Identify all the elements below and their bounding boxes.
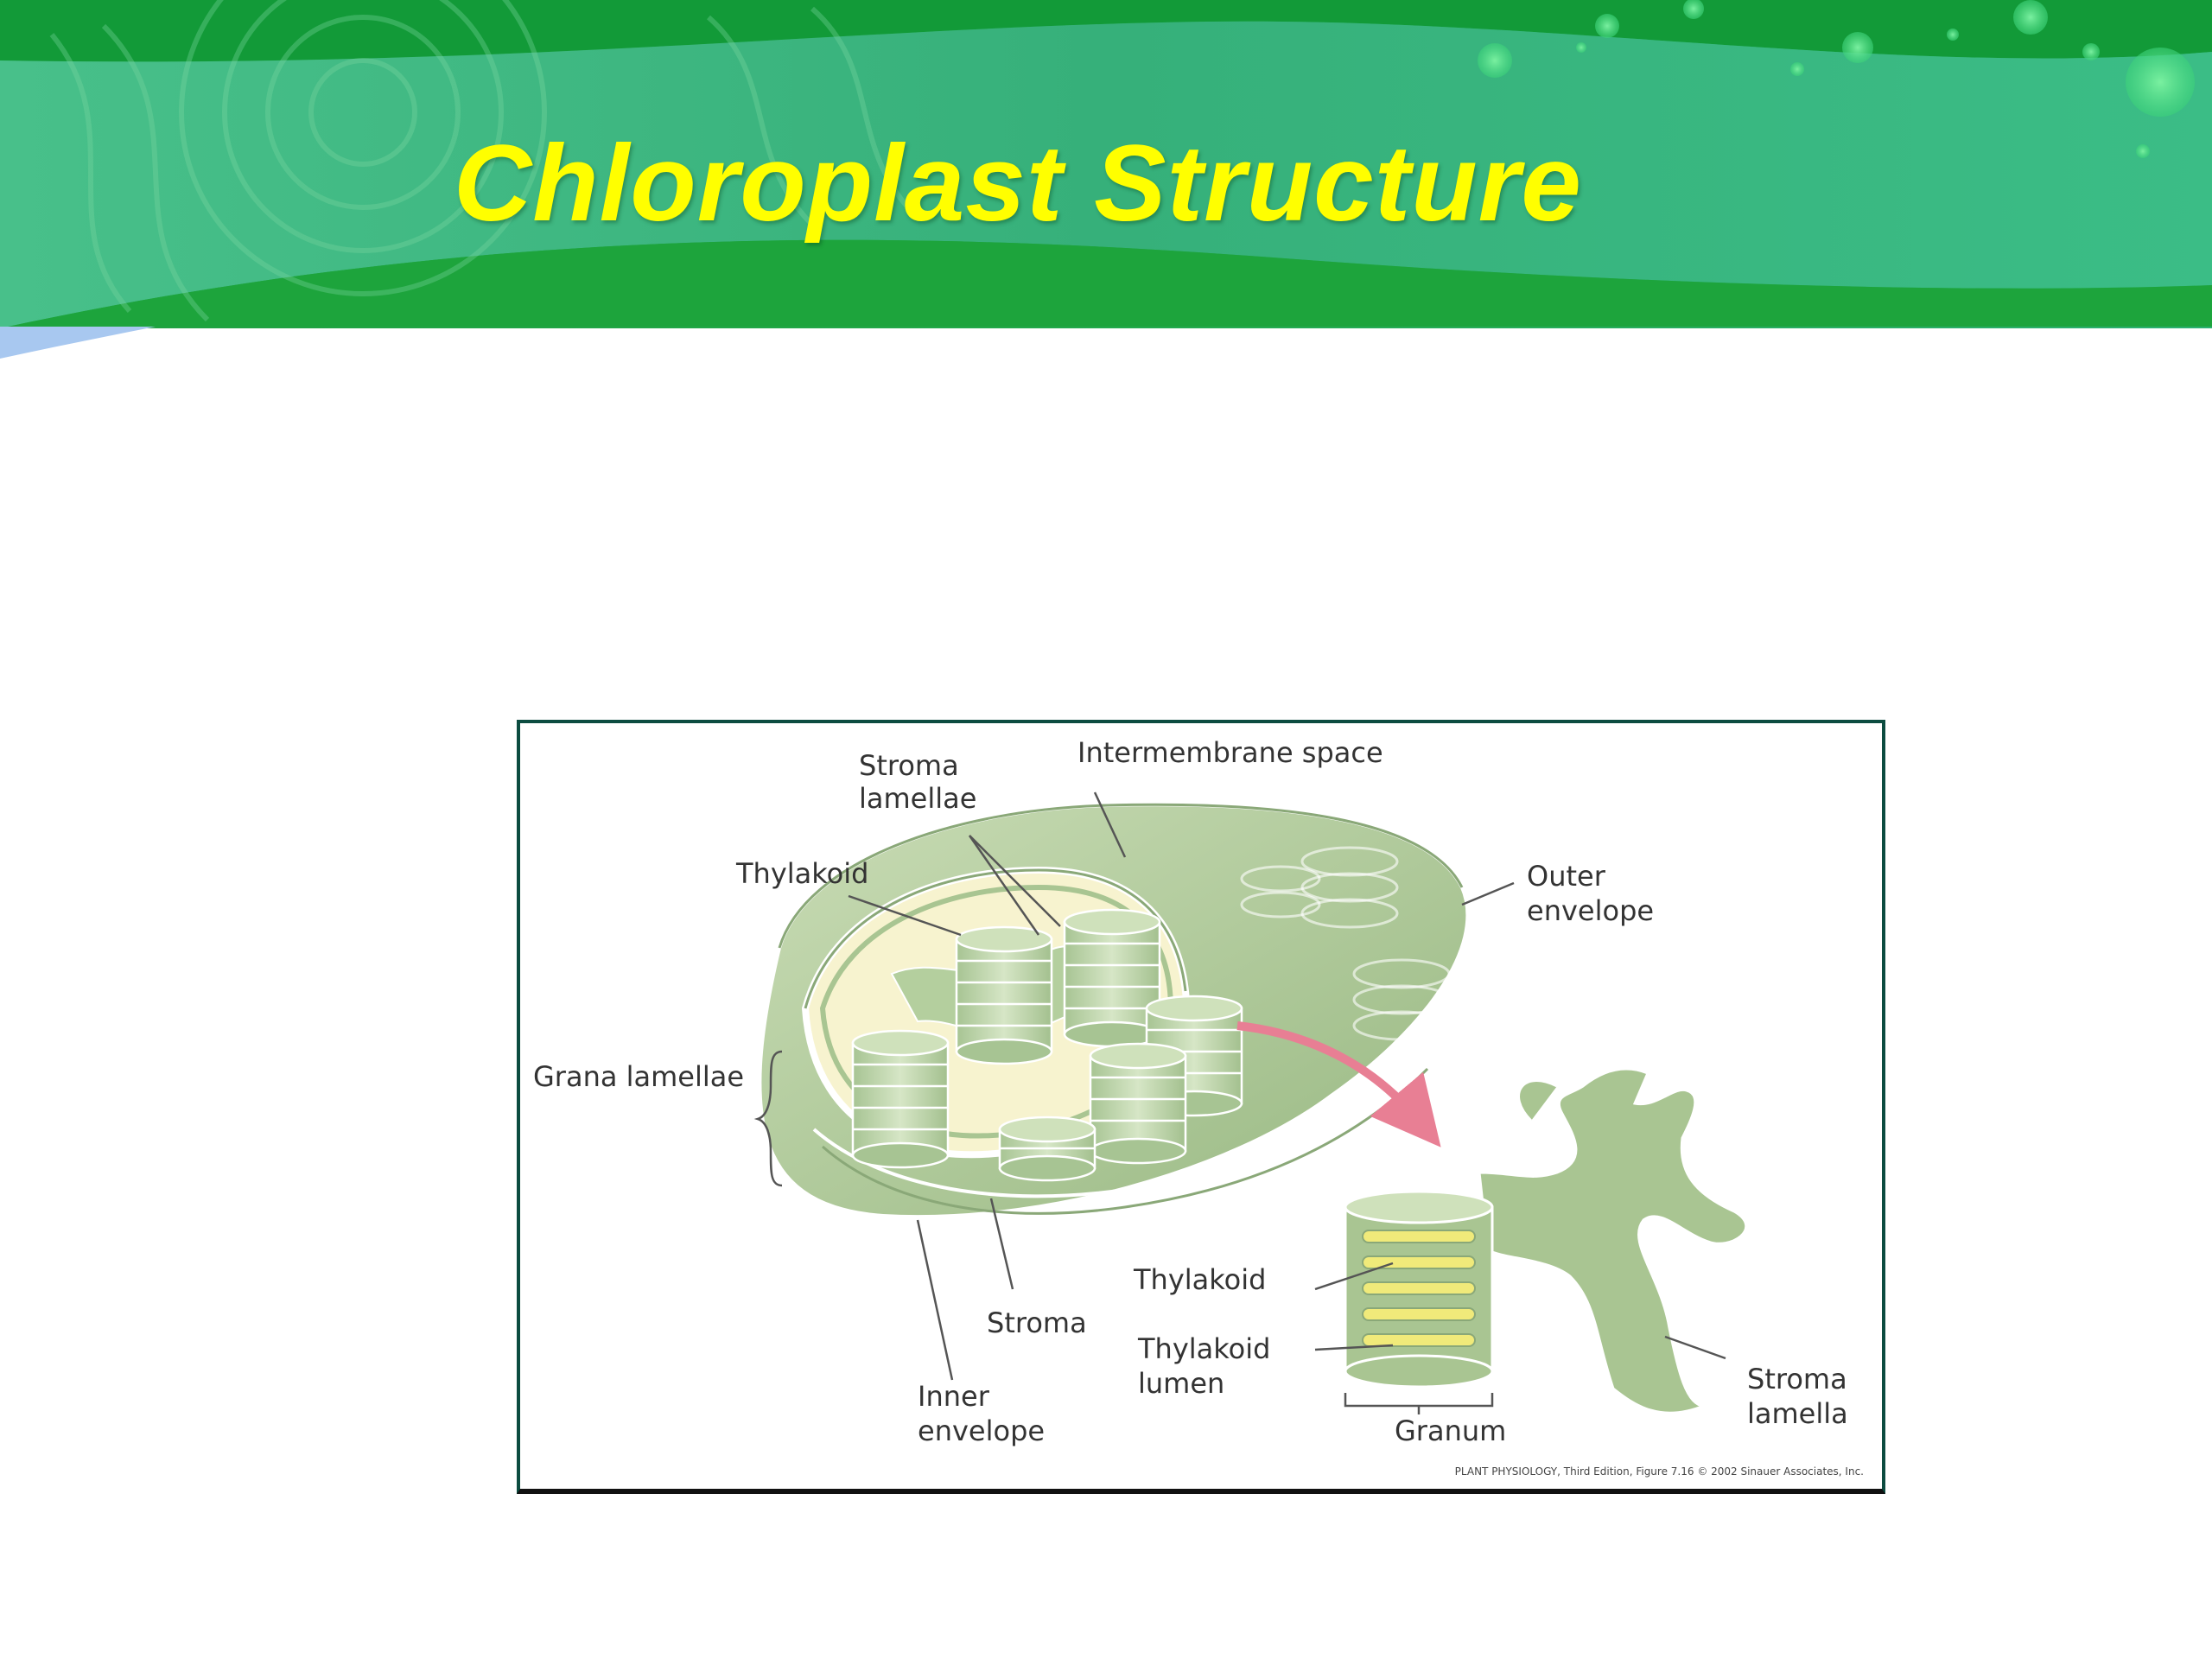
swirl-decoration bbox=[49, 0, 918, 322]
header-banner bbox=[0, 0, 2212, 359]
granum-brace bbox=[1344, 1393, 1494, 1414]
slide-title: Chloroplast Structure bbox=[454, 124, 1582, 244]
granum-inset bbox=[1344, 1067, 1748, 1414]
bubbles-decoration bbox=[1478, 0, 2195, 158]
label-inner-envelope-2: envelope bbox=[918, 1414, 1045, 1447]
granum-stack-2 bbox=[955, 925, 1053, 1065]
granum-stack-1 bbox=[851, 1029, 950, 1169]
label-thylakoid-top: Thylakoid bbox=[735, 857, 868, 890]
figure-credit: PLANT PHYSIOLOGY, Third Edition, Figure … bbox=[1455, 1465, 1864, 1478]
label-granum: Granum bbox=[1395, 1414, 1506, 1447]
chloroplast-figure: Stroma lamellae Intermembrane space Thyl… bbox=[517, 720, 1885, 1494]
granum-stack-6 bbox=[998, 1116, 1096, 1182]
label-outer-envelope-2: envelope bbox=[1527, 894, 1654, 927]
label-thylakoid-lumen-1: Thylakoid bbox=[1137, 1332, 1270, 1365]
label-intermembrane-space: Intermembrane space bbox=[1077, 736, 1383, 769]
inset-stack bbox=[1344, 1190, 1494, 1389]
label-stroma: Stroma bbox=[987, 1306, 1087, 1339]
diagram-labels: Stroma lamellae Intermembrane space Thyl… bbox=[533, 736, 1864, 1478]
granum-stack-5 bbox=[1089, 1042, 1187, 1165]
label-stroma-lamellae-2: lamellae bbox=[859, 782, 976, 815]
label-stroma-lamella-1: Stroma bbox=[1747, 1363, 1847, 1395]
leader-lines bbox=[848, 791, 1726, 1381]
label-inner-envelope-1: Inner bbox=[918, 1380, 990, 1413]
grana-stacks bbox=[851, 908, 1243, 1182]
granum-stack-3 bbox=[1063, 908, 1161, 1048]
label-stroma-lamella-2: lamella bbox=[1747, 1397, 1848, 1430]
grana-lamellae-brace bbox=[753, 1050, 783, 1187]
zoom-arrow bbox=[1236, 1021, 1441, 1147]
chloroplast-diagram: Stroma lamellae Intermembrane space Thyl… bbox=[533, 736, 1864, 1478]
label-outer-envelope-1: Outer bbox=[1527, 860, 1606, 893]
label-grana-lamellae: Grana lamellae bbox=[533, 1060, 744, 1093]
label-thylakoid-inset: Thylakoid bbox=[1133, 1263, 1266, 1296]
label-thylakoid-lumen-2: lumen bbox=[1138, 1367, 1224, 1400]
label-stroma-lamellae-1: Stroma bbox=[859, 749, 959, 782]
